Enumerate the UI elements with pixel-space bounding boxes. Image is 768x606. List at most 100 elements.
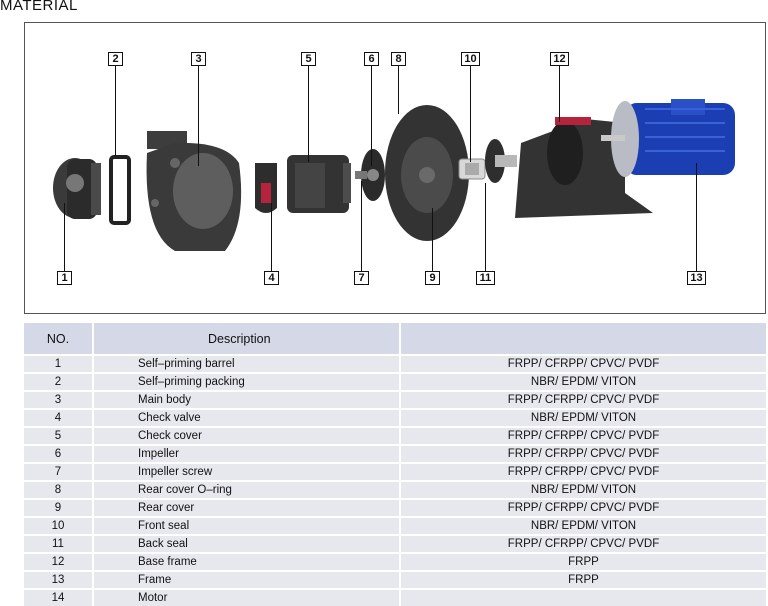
cell-material — [400, 588, 766, 606]
table-row: 11 Back seal FRPP/ CFRPP/ CPVC/ PVDF — [24, 534, 766, 553]
cell-description: Frame — [93, 570, 401, 589]
header-material — [400, 323, 766, 355]
cell-material: FRPP/ CFRPP/ CPVC/ PVDF — [400, 462, 766, 481]
cell-material: FRPP/ CFRPP/ CPVC/ PVDF — [400, 498, 766, 517]
cell-material: NBR/ EPDM/ VITON — [400, 516, 766, 535]
callout-5: 5 — [301, 52, 316, 66]
part-front-seal — [458, 158, 486, 180]
cell-material: FRPP/ CFRPP/ CPVC/ PVDF — [400, 534, 766, 553]
callout-9: 9 — [425, 271, 440, 285]
cell-description-text: Back seal — [138, 538, 188, 550]
cell-description: Motor — [93, 588, 401, 606]
cell-material: NBR/ EPDM/ VITON — [400, 372, 766, 391]
leader-line — [371, 66, 372, 166]
cell-description: Main body — [93, 390, 401, 409]
cell-description: Impeller screw — [93, 462, 401, 481]
exploded-pump-diagram: 2 3 5 6 8 10 12 1 4 7 9 11 13 — [24, 22, 766, 314]
callout-13: 13 — [687, 271, 706, 285]
cell-material: FRPP/ CFRPP/ CPVC/ PVDF — [400, 390, 766, 409]
part-back-seal — [485, 139, 517, 183]
header-description: Description — [93, 323, 401, 355]
exploded-view-illustration — [53, 99, 735, 251]
callout-11: 11 — [476, 271, 495, 285]
cell-no: 10 — [24, 516, 94, 535]
cell-no: 1 — [24, 354, 94, 373]
part-rear-cover — [385, 105, 469, 241]
cell-material: NBR/ EPDM/ VITON — [400, 408, 766, 427]
cell-no: 6 — [24, 444, 94, 463]
cell-no: 11 — [24, 534, 94, 553]
cell-description-text: Front seal — [138, 520, 190, 532]
cell-no: 12 — [24, 552, 94, 571]
callout-7: 7 — [354, 271, 369, 285]
part-motor — [601, 99, 735, 177]
table-row: 4 Check valve NBR/ EPDM/ VITON — [24, 408, 766, 427]
part-check-cover — [287, 155, 351, 213]
cell-description: Impeller — [93, 444, 401, 463]
callout-12: 12 — [550, 52, 569, 66]
part-self-priming-packing — [109, 155, 131, 225]
cell-description-text: Self–priming packing — [138, 376, 245, 388]
callout-10: 10 — [461, 52, 480, 66]
leader-line — [432, 208, 433, 271]
table-row: 14 Motor — [24, 588, 766, 606]
callout-6: 6 — [364, 52, 379, 66]
cell-description-text: Base frame — [138, 556, 197, 568]
part-main-body — [146, 131, 242, 251]
cell-description: Back seal — [93, 534, 401, 553]
cell-description-text: Main body — [138, 394, 192, 406]
part-check-valve — [255, 163, 277, 213]
table-row: 2 Self–priming packing NBR/ EPDM/ VITON — [24, 372, 766, 391]
cell-no: 13 — [24, 570, 94, 589]
cell-description: Rear cover O–ring — [93, 480, 401, 499]
cell-description: Rear cover — [93, 498, 401, 517]
page-heading: MATERIAL — [0, 0, 78, 14]
cell-description-text: Check cover — [138, 430, 202, 442]
leader-line — [308, 66, 309, 162]
cell-description: Front seal — [93, 516, 401, 535]
header-description-label: Description — [208, 331, 271, 346]
cell-description-text: Check valve — [138, 412, 201, 424]
cell-description-text: Impeller — [138, 448, 179, 460]
cell-description-text: Impeller screw — [138, 466, 213, 478]
leader-line — [115, 66, 116, 156]
leader-line — [485, 183, 486, 271]
table-row: 9 Rear cover FRPP/ CFRPP/ CPVC/ PVDF — [24, 498, 766, 517]
cell-description-text: Rear cover — [138, 502, 195, 514]
part-self-priming-barrel — [53, 158, 101, 219]
leader-line — [398, 66, 399, 114]
table-row: 1 Self–priming barrel FRPP/ CFRPP/ CPVC/ P… — [24, 354, 766, 373]
header-no: NO. — [24, 323, 94, 355]
cell-no: 8 — [24, 480, 94, 499]
cell-description: Self–priming packing — [93, 372, 401, 391]
cell-description: Check valve — [93, 408, 401, 427]
cell-description: Self–priming barrel — [93, 354, 401, 373]
cell-material: FRPP/ CFRPP/ CPVC/ PVDF — [400, 354, 766, 373]
cell-material: FRPP/ CFRPP/ CPVC/ PVDF — [400, 426, 766, 445]
callout-1: 1 — [57, 271, 72, 285]
cell-description-text: Self–priming barrel — [138, 358, 235, 370]
cell-description-text: Frame — [138, 574, 172, 586]
cell-material: NBR/ EPDM/ VITON — [400, 480, 766, 499]
leader-line — [696, 163, 697, 271]
cell-no: 4 — [24, 408, 94, 427]
callout-8: 8 — [391, 52, 406, 66]
leader-line — [361, 181, 362, 271]
cell-description: Base frame — [93, 552, 401, 571]
cell-no: 14 — [24, 588, 94, 606]
part-impeller — [355, 149, 385, 201]
cell-no: 9 — [24, 498, 94, 517]
cell-description-text: Motor — [138, 592, 168, 604]
leader-line — [271, 203, 272, 271]
leader-line — [64, 203, 65, 271]
cell-description-text: Rear cover O–ring — [138, 484, 232, 496]
cell-no: 2 — [24, 372, 94, 391]
cell-no: 3 — [24, 390, 94, 409]
callout-4: 4 — [264, 271, 279, 285]
table-header-row: NO. Description — [24, 323, 766, 355]
